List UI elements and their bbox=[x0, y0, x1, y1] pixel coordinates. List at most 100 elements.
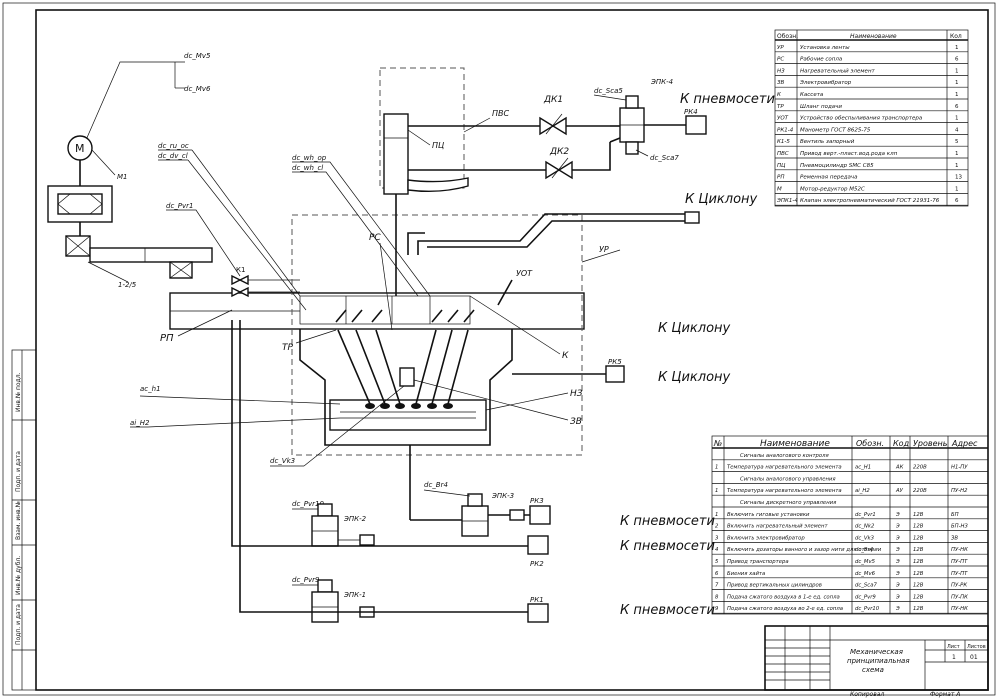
sig-cell: 6 bbox=[715, 571, 719, 577]
sig-cell: Привод транспортера bbox=[727, 559, 789, 565]
eq-row-code: ПВС bbox=[777, 151, 789, 157]
eq-head-name: Наименование bbox=[850, 33, 897, 40]
dk2-label: ДК2 bbox=[549, 147, 569, 157]
drive-shaft bbox=[89, 247, 213, 263]
sig-cell: dc_Pvr10 bbox=[855, 606, 880, 612]
k1-label: К1 bbox=[236, 266, 245, 274]
signal-dc-pvr10: dc_Pvr10 bbox=[292, 500, 324, 508]
sig-cell: 5 bbox=[715, 559, 719, 565]
sig-cell: 7 bbox=[715, 583, 719, 589]
nozzles bbox=[335, 309, 475, 409]
eq-row-code: РК1-4 bbox=[777, 127, 794, 133]
sig-cell: Включить гиговые установки bbox=[727, 512, 810, 518]
sig-cell: dc_Nk2 bbox=[855, 524, 875, 530]
dk1-label: ДК1 bbox=[543, 95, 563, 105]
sig-cell: ПУ-Н2 bbox=[951, 488, 968, 494]
pneumo-cylinder bbox=[383, 113, 409, 195]
eq-row-name: Клапан электропневматический ГОСТ 21931-… bbox=[800, 198, 940, 204]
eq-row-name: Электровибратор bbox=[799, 80, 852, 86]
sig-cell: БП bbox=[951, 512, 959, 518]
title-line-3: схема bbox=[862, 666, 884, 674]
sig-cell: Сигналы аналогового управления bbox=[740, 476, 836, 482]
signal-dc-sca7: dc_Sca7 bbox=[650, 154, 679, 162]
tb-sheet-no: 1 bbox=[952, 654, 956, 661]
eq-row-code: РС bbox=[777, 57, 784, 63]
sig-cell: БП-Н3 bbox=[951, 524, 969, 530]
vibrator-zv bbox=[399, 367, 415, 387]
eq-row-code: УОТ bbox=[777, 116, 789, 122]
sig-cell: 12В bbox=[913, 594, 924, 600]
sig-cell: dc_Sca7 bbox=[855, 583, 877, 589]
signal-dc-pvr9: dc_Pvr9 bbox=[292, 576, 320, 584]
rk5-gauge bbox=[605, 365, 625, 383]
uot-label: УОТ bbox=[516, 269, 533, 278]
pvs-label: ПВС bbox=[492, 109, 510, 118]
signal-dc-br4: dc_Br4 bbox=[424, 481, 448, 489]
sig-cell: 220В bbox=[913, 488, 927, 494]
sig-cell: 12В bbox=[913, 547, 924, 553]
eq-row-code: НЗ bbox=[777, 68, 785, 74]
eq-row-qty: 5 bbox=[955, 139, 959, 145]
sig-cell: Э bbox=[895, 524, 900, 530]
sig-cell: 12В bbox=[913, 606, 924, 612]
sig-head-code: Обозн. bbox=[856, 439, 884, 448]
eq-row-name: Привод верт.-пласт.вод.рода клп bbox=[800, 151, 898, 157]
yr-label: УР bbox=[599, 245, 609, 254]
cyclone-dest-2: К Циклону bbox=[658, 370, 731, 385]
eq-row-name: Рабочие сопла bbox=[800, 57, 843, 63]
tb-copied: Копировал bbox=[850, 691, 884, 698]
rk2-gauge bbox=[527, 535, 549, 555]
eq-row-qty: 1 bbox=[955, 163, 959, 169]
tr-label: ТР bbox=[282, 343, 293, 353]
eq-row-code: ТР bbox=[777, 104, 784, 110]
cyclone-dest-1: К Циклону bbox=[685, 192, 758, 207]
sig-cell: Сигналы аналогового контроля bbox=[740, 453, 830, 459]
chamber bbox=[299, 329, 513, 446]
eq-row-qty: 6 bbox=[955, 198, 959, 204]
sig-cell: Температура нагревательного элемента bbox=[727, 465, 842, 471]
sig-cell: dc_Br4 bbox=[855, 547, 873, 553]
sig-cell: Э bbox=[895, 535, 900, 541]
eq-row-qty: 1 bbox=[955, 92, 959, 98]
sig-cell: 220В bbox=[913, 465, 927, 471]
sig-cell: Э bbox=[895, 571, 900, 577]
sig-head-type: Код bbox=[893, 439, 910, 448]
rk3-label: РК3 bbox=[530, 497, 544, 505]
sig-cell: Э bbox=[895, 547, 900, 553]
sig-cell: ПУ-РК bbox=[951, 583, 967, 589]
tb-sheet: Лист bbox=[947, 644, 960, 650]
sig-cell: ПУ-ПТ bbox=[951, 571, 968, 577]
eq-row-qty: 1 bbox=[955, 186, 959, 192]
sig-cell: dc_Vk3 bbox=[855, 535, 875, 541]
housing-ur bbox=[291, 214, 583, 456]
sig-cell: 12В bbox=[913, 524, 924, 530]
side-label-1: Инв.№ подл. bbox=[15, 372, 22, 412]
side-label-5: Подп. и дата bbox=[15, 604, 22, 645]
sig-cell: Подача сжатого воздуха в 1-е ед. сопла bbox=[727, 594, 840, 600]
eq-row-code: К1-5 bbox=[777, 139, 790, 145]
sig-cell: 2 bbox=[715, 524, 719, 530]
eq-head-code: Обозн. bbox=[777, 33, 798, 40]
sig-cell: 12В bbox=[913, 571, 924, 577]
sig-cell: ac_H1 bbox=[855, 465, 871, 471]
sig-cell: Э bbox=[895, 606, 900, 612]
sig-cell: Биения хайта bbox=[727, 571, 765, 577]
eq-head-qty: Кол bbox=[950, 33, 962, 40]
sig-cell: dc_Mv6 bbox=[855, 571, 876, 577]
motor-label: M bbox=[75, 142, 85, 155]
signal-ac-h1: ac_h1 bbox=[140, 385, 161, 393]
sig-cell: 4 bbox=[715, 547, 718, 553]
motor-ref: М1 bbox=[117, 173, 128, 181]
sig-cell: АК bbox=[895, 465, 904, 471]
sig-cell: Э bbox=[895, 559, 900, 565]
pc-label: ПЦ bbox=[432, 141, 444, 150]
signal-dc-wh-cl: dc_wh_cl bbox=[292, 164, 323, 172]
eq-row-name: Манометр ГОСТ 8625-75 bbox=[800, 127, 871, 133]
title-line-2: принципиальная bbox=[847, 657, 910, 665]
rp-label: РП bbox=[160, 333, 174, 344]
eq-row-code: ПЦ bbox=[777, 163, 786, 169]
tb-format: Формат А bbox=[930, 691, 960, 698]
sig-cell: ai_H2 bbox=[855, 488, 870, 494]
